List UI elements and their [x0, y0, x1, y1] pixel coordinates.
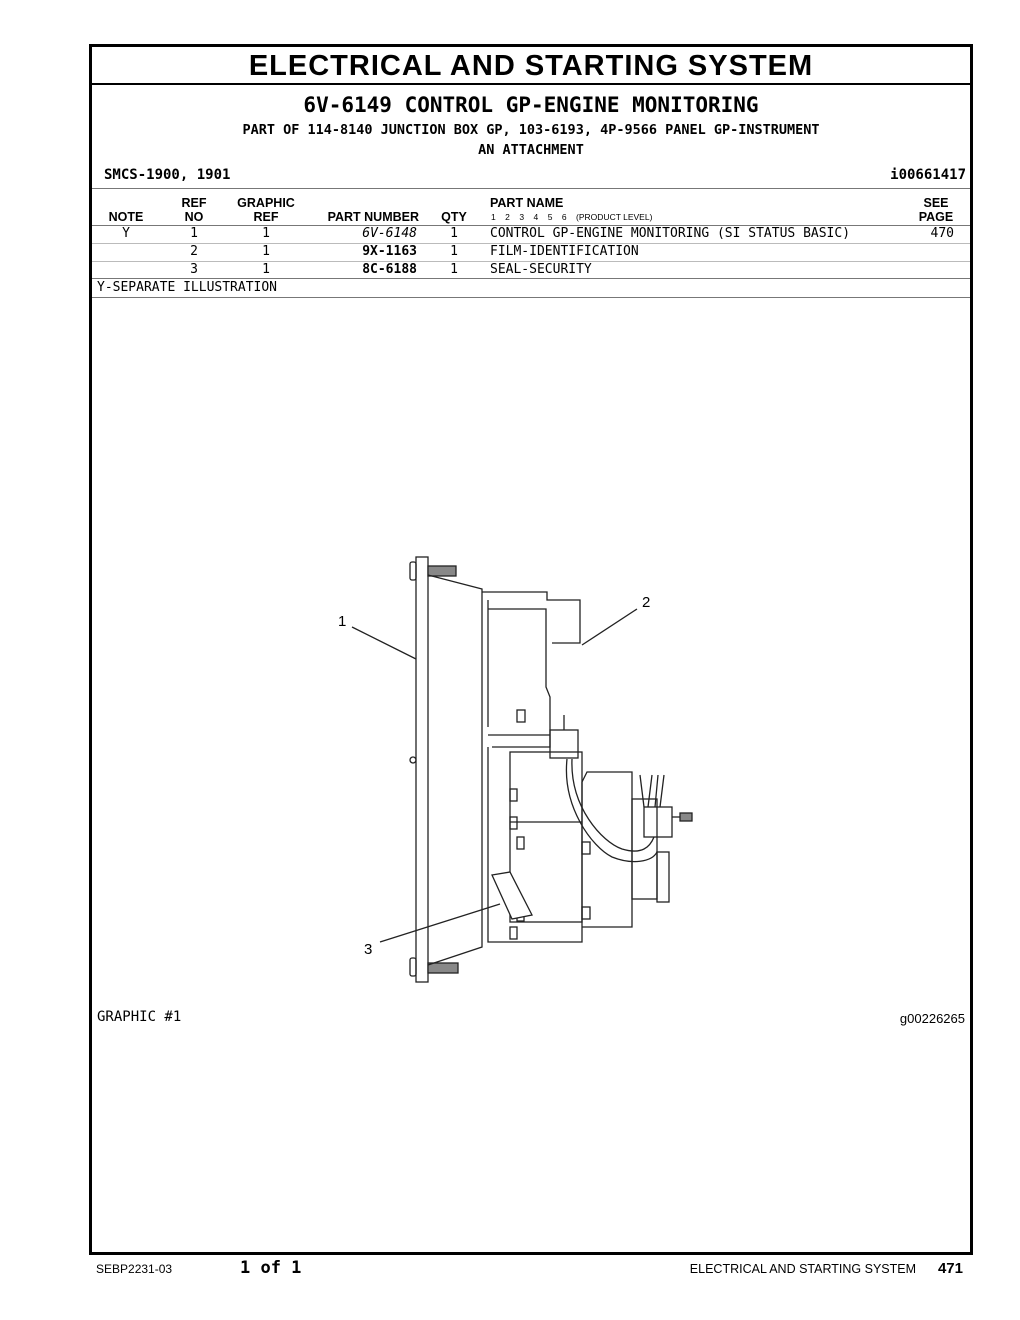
cell-ref: 3 — [190, 262, 198, 277]
footer-page-of: 1 of 1 — [240, 1258, 302, 1278]
page-title: ELECTRICAL AND STARTING SYSTEM — [92, 47, 970, 85]
cell-qty: 1 — [450, 262, 458, 277]
footnote-divider — [92, 297, 970, 298]
col-qty: QTY — [441, 210, 467, 224]
col-see-bottom: PAGE — [918, 210, 954, 224]
cell-part-number: 8C-6188 — [362, 262, 417, 277]
cell-part-name: CONTROL GP-ENGINE MONITORING (SI STATUS … — [490, 226, 851, 241]
row-divider — [92, 278, 970, 279]
smcs-code: SMCS-1900, 1901 — [104, 167, 231, 183]
graphic-id: g00226265 — [899, 1011, 965, 1026]
cell-see-page[interactable]: 470 — [930, 226, 954, 241]
footer-doc-number: SEBP2231-03 — [96, 1262, 173, 1276]
cell-ref: 1 — [190, 226, 198, 241]
table-header-divider — [92, 225, 970, 226]
col-part-name: PART NAME — [490, 196, 564, 210]
cell-note: Y — [122, 226, 130, 241]
footer-page-number: 471 — [937, 1260, 963, 1277]
callout-2: 2 — [642, 594, 650, 611]
cell-qty: 1 — [450, 244, 458, 259]
col-product-level: 1 2 3 4 5 6 (PRODUCT LEVEL) — [491, 212, 653, 222]
col-graphic-top: GRAPHIC — [237, 196, 295, 210]
cell-part-number: 9X-1163 — [362, 244, 417, 259]
table-footnote: Y-SEPARATE ILLUSTRATION — [97, 280, 278, 295]
part-of-line-2: AN ATTACHMENT — [478, 142, 584, 158]
col-ref-top: REF — [181, 196, 207, 210]
col-graphic-bottom: REF — [253, 210, 279, 224]
cell-graphic: 1 — [262, 244, 270, 259]
document-id: i00661417 — [890, 167, 966, 183]
callout-1: 1 — [338, 613, 346, 630]
cell-graphic: 1 — [262, 262, 270, 277]
row-divider — [92, 261, 970, 262]
col-note: NOTE — [108, 210, 144, 224]
part-of-line-1: PART OF 114-8140 JUNCTION BOX GP, 103-61… — [242, 122, 820, 138]
header-divider — [92, 188, 970, 189]
col-part-number: PART NUMBER — [327, 210, 419, 224]
cell-graphic: 1 — [262, 226, 270, 241]
cell-part-name: SEAL-SECURITY — [490, 262, 592, 277]
cell-ref: 2 — [190, 244, 198, 259]
cell-qty: 1 — [450, 226, 458, 241]
group-title: 6V-6149 CONTROL GP-ENGINE MONITORING — [303, 93, 759, 117]
graphic-label: GRAPHIC #1 — [97, 1009, 182, 1025]
row-divider — [92, 243, 970, 244]
footer-section: ELECTRICAL AND STARTING SYSTEM — [689, 1262, 916, 1276]
cell-part-name: FILM-IDENTIFICATION — [490, 244, 639, 259]
cell-part-number[interactable]: 6V-6148 — [362, 226, 417, 241]
page-frame: ELECTRICAL AND STARTING SYSTEM 6V-6149 C… — [89, 44, 973, 1255]
callout-3: 3 — [364, 941, 372, 958]
parts-illustration: 1 2 3 — [338, 556, 693, 983]
col-ref-bottom: NO — [184, 210, 204, 224]
col-see-top: SEE — [923, 196, 949, 210]
